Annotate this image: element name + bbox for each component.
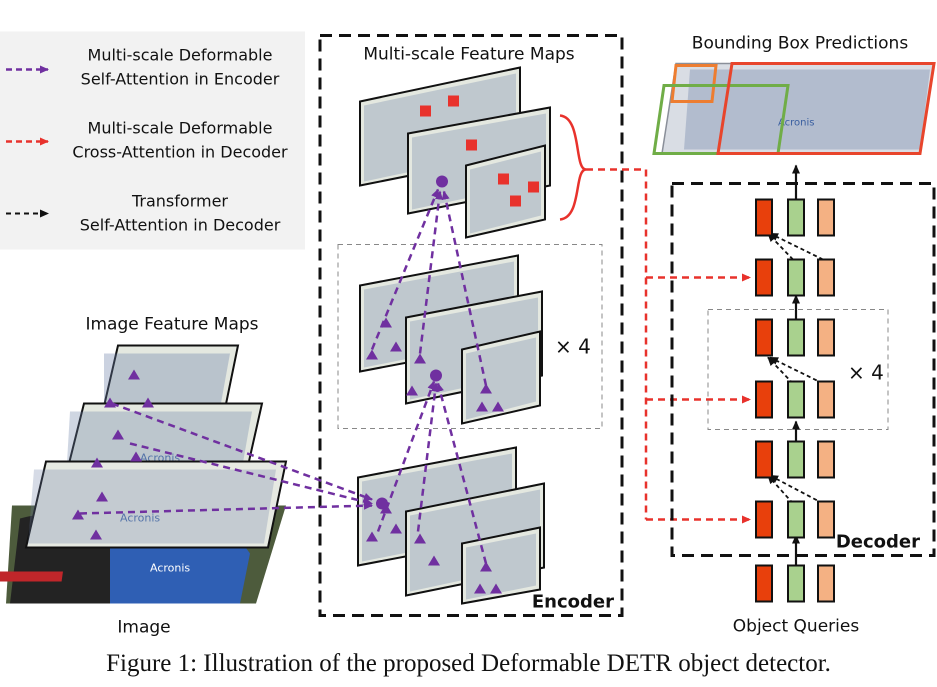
legend-encoder-text: Multi-scale Deformable bbox=[88, 46, 273, 65]
encoder-attention-arrows bbox=[79, 188, 488, 564]
decoder-block: Decoder × 4 bbox=[670, 182, 936, 557]
decoder-repeat-label: × 4 bbox=[848, 361, 884, 385]
encoder-block: Multi-scale Feature Maps Encoder × 4 bbox=[318, 34, 624, 617]
output-query-point bbox=[436, 175, 448, 188]
prediction-image: Acronis bbox=[652, 62, 936, 155]
layer-map-3 bbox=[461, 330, 541, 425]
legend-cross-text: Multi-scale Deformable bbox=[88, 119, 273, 138]
input-sampling-points bbox=[366, 503, 502, 594]
feature-map-large: Acronis bbox=[24, 460, 288, 549]
query-stack-input bbox=[755, 564, 835, 603]
decoder-label: Decoder bbox=[836, 532, 920, 553]
query-stack-4 bbox=[755, 318, 835, 357]
encoder-repeat-label: × 4 bbox=[555, 335, 591, 359]
query-stack-6 bbox=[755, 198, 835, 237]
legend-encoder-text2: Self-Attention in Encoder bbox=[81, 70, 280, 89]
image-label: Image bbox=[117, 618, 170, 638]
encoder-repeat-box bbox=[337, 244, 603, 429]
legend-self-text2: Self-Attention in Decoder bbox=[80, 216, 281, 235]
query-stack-1 bbox=[755, 500, 835, 539]
object-queries-label: Object Queries bbox=[733, 617, 860, 637]
sampling-points-image bbox=[72, 369, 154, 540]
image-feature-maps: Acronis Acronis bbox=[24, 344, 288, 549]
bounding-box-predictions-title: Bounding Box Predictions bbox=[692, 34, 909, 54]
decoder-query-stacks bbox=[755, 198, 835, 603]
box-red bbox=[716, 62, 936, 155]
image-sponsor-text: Acronis bbox=[150, 562, 190, 575]
encoder-label: Encoder bbox=[532, 592, 614, 613]
input-query-point bbox=[376, 497, 388, 510]
decoder-repeat-box bbox=[707, 309, 889, 430]
layer-query-point bbox=[430, 369, 442, 382]
box-orange bbox=[670, 64, 718, 103]
query-stack-3 bbox=[755, 380, 835, 419]
query-stack-5 bbox=[755, 258, 835, 297]
output-bracket bbox=[559, 114, 587, 221]
encoder-layer-maps bbox=[359, 254, 543, 425]
cross-attention-arrows bbox=[586, 168, 751, 524]
encoder-input-maps bbox=[357, 446, 545, 605]
encoder-output-maps bbox=[359, 66, 551, 239]
figure-caption: Figure 1: Illustration of the proposed D… bbox=[106, 650, 831, 677]
legend-self-text: Transformer bbox=[131, 192, 228, 211]
decoder-self-attention-arrows bbox=[767, 232, 824, 505]
svg-text:Acronis: Acronis bbox=[778, 118, 815, 129]
output-map-3 bbox=[465, 144, 546, 239]
multi-scale-feature-maps-title: Multi-scale Feature Maps bbox=[363, 45, 574, 65]
legend-cross-text2: Cross-Attention in Decoder bbox=[72, 143, 288, 162]
image-feature-maps-title: Image Feature Maps bbox=[85, 315, 258, 335]
output-reference-squares bbox=[420, 95, 539, 207]
query-stack-2 bbox=[755, 440, 835, 479]
legend-panel: Multi-scale Deformable Self-Attention in… bbox=[0, 31, 305, 250]
svg-text:Acronis: Acronis bbox=[120, 512, 160, 525]
